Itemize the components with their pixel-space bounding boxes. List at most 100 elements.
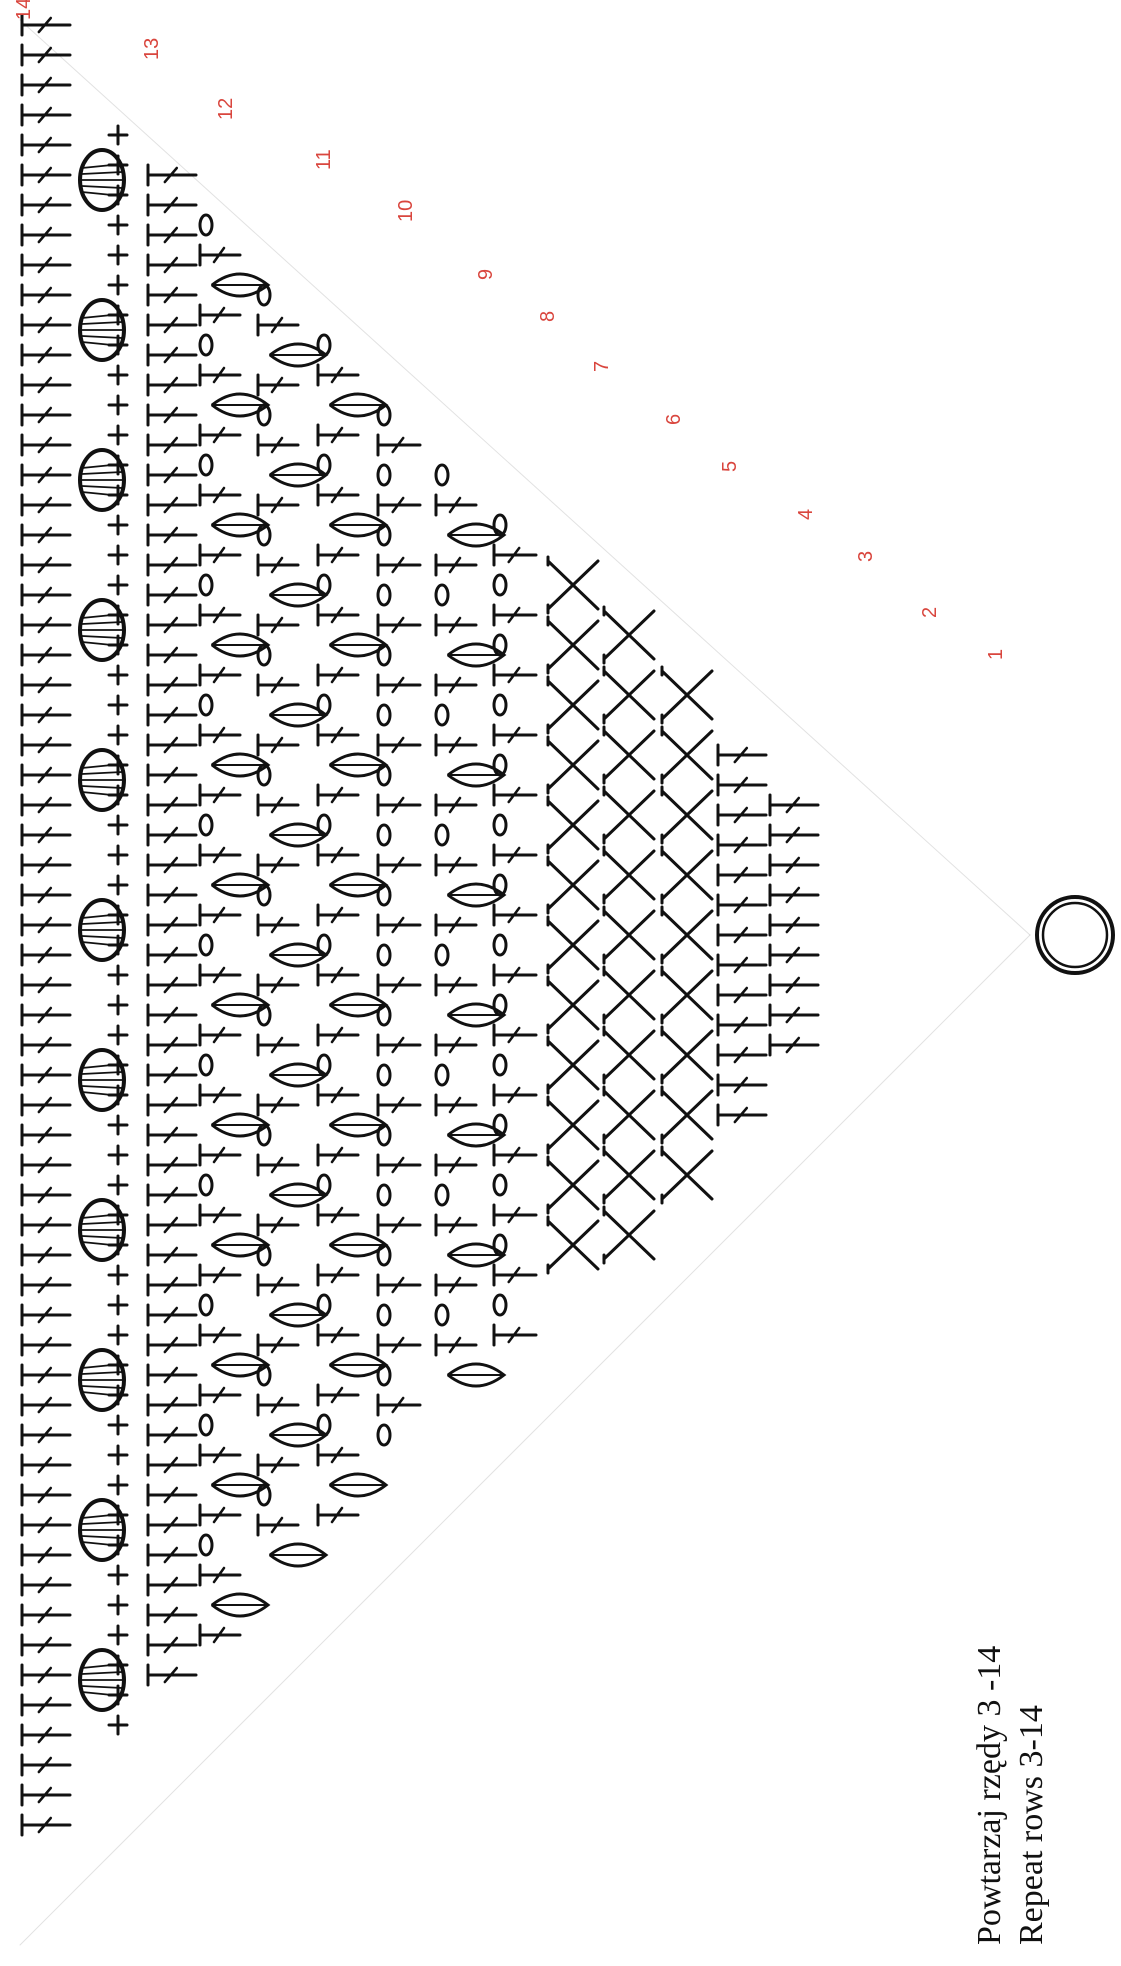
dc-slash (163, 1636, 179, 1654)
cross-b (602, 609, 656, 661)
dc-slash (270, 1276, 284, 1294)
cross-b (660, 669, 714, 721)
row-number-label: 12 (215, 98, 237, 120)
crossed-dc-icon (660, 845, 714, 905)
double-crochet-icon (20, 253, 72, 277)
double-crochet-icon (316, 423, 360, 447)
chain-icon (316, 693, 332, 717)
double-crochet-icon (492, 663, 538, 687)
bobble-strand (81, 941, 123, 947)
dc-slash (163, 166, 179, 184)
double-crochet-icon (198, 243, 242, 267)
dc-slash (448, 856, 462, 874)
chain-icon (492, 933, 508, 957)
dc-slash (163, 1006, 179, 1024)
crossed-dc-icon (602, 1025, 656, 1085)
note-line-1: Powtarzaj rzędy 3 -14 (971, 1646, 1008, 1945)
row-number-label: 10 (395, 200, 417, 222)
double-crochet-icon (20, 1723, 72, 1747)
dc-slash (507, 1146, 521, 1164)
chain-icon (198, 1413, 214, 1437)
single-crochet-icon (107, 424, 129, 446)
dc-slash (212, 1566, 226, 1584)
bobble-strand (81, 1385, 123, 1389)
shell-icon (211, 1232, 271, 1258)
shell-icon (211, 1592, 271, 1618)
bobble-strand (81, 1521, 123, 1525)
dc-slash (785, 1036, 801, 1054)
dc-slash (37, 496, 53, 514)
double-crochet-icon (492, 903, 538, 927)
double-crochet-icon (146, 583, 198, 607)
double-crochet-icon (376, 1273, 422, 1297)
dc-slash (733, 896, 749, 914)
bobble-strand (81, 613, 123, 619)
dc-slash (37, 286, 53, 304)
double-crochet-icon (198, 1083, 242, 1107)
chain-icon (316, 333, 332, 357)
dc-slash (212, 306, 226, 324)
bobble-icon (78, 148, 126, 212)
chain-icon (434, 823, 450, 847)
row-number-label: 7 (591, 361, 613, 372)
bobble-strand (81, 1691, 123, 1697)
dc-slash (212, 1446, 226, 1464)
double-crochet-icon (376, 733, 422, 757)
dc-slash (330, 846, 344, 864)
cross-b (546, 619, 600, 671)
row-number-label: 9 (475, 269, 497, 280)
double-crochet-icon (316, 903, 360, 927)
chain-icon (492, 873, 508, 897)
chain-icon (492, 1113, 508, 1137)
dc-slash (330, 1326, 344, 1344)
bobble-strand (81, 641, 123, 647)
double-crochet-icon (146, 673, 198, 697)
crossed-dc-icon (546, 1095, 600, 1155)
double-crochet-icon (256, 973, 300, 997)
double-crochet-icon (146, 973, 198, 997)
double-crochet-icon (316, 543, 360, 567)
shell-icon (211, 752, 271, 778)
double-crochet-icon (768, 793, 820, 817)
crossed-dc-icon (546, 915, 600, 975)
double-crochet-icon (316, 483, 360, 507)
dc-slash (507, 546, 521, 564)
dc-slash (163, 1576, 179, 1594)
bobble-strand (81, 935, 123, 939)
dc-slash (507, 846, 521, 864)
dc-slash (212, 1506, 226, 1524)
double-crochet-icon (376, 1033, 422, 1057)
single-crochet-icon (107, 994, 129, 1016)
double-crochet-icon (376, 1393, 422, 1417)
chain-icon (492, 513, 508, 537)
double-crochet-icon (146, 493, 198, 517)
double-crochet-icon (198, 543, 242, 567)
double-crochet-icon (376, 1093, 422, 1117)
double-crochet-icon (198, 1263, 242, 1287)
double-crochet-icon (20, 1633, 72, 1657)
chain-icon (198, 1533, 214, 1557)
cross-b (546, 559, 600, 611)
dc-slash (37, 1396, 53, 1414)
double-crochet-icon (198, 1623, 242, 1647)
double-crochet-icon (146, 1573, 198, 1597)
bobble-icon (78, 448, 126, 512)
dc-slash (448, 1276, 462, 1294)
dc-slash (163, 1276, 179, 1294)
single-crochet-icon (107, 1294, 129, 1316)
dc-slash (270, 376, 284, 394)
dc-slash (37, 376, 53, 394)
single-crochet-icon (107, 1624, 129, 1646)
dc-slash (507, 786, 521, 804)
dc-slash (37, 1456, 53, 1474)
dc-slash (163, 856, 179, 874)
chain-icon (256, 403, 272, 427)
double-crochet-icon (376, 553, 422, 577)
dc-slash (37, 196, 53, 214)
crossed-dc-icon (602, 665, 656, 725)
shell-icon (211, 1472, 271, 1498)
dc-slash (212, 1266, 226, 1284)
dc-slash (37, 1606, 53, 1624)
